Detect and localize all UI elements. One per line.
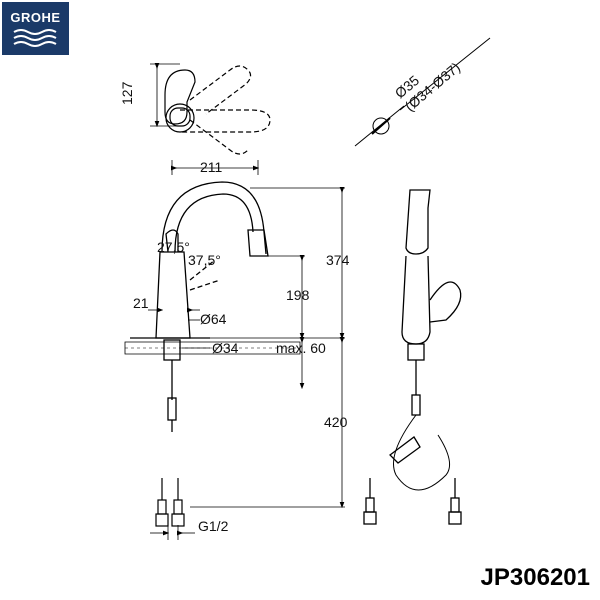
dim-hose-length: 420 — [324, 414, 348, 430]
dim-base-diameter: Ø64 — [200, 311, 227, 327]
brand-logo: GROHE — [2, 2, 69, 55]
brand-name: GROHE — [10, 10, 61, 25]
top-view-handle — [150, 62, 271, 155]
dim-total-height: 374 — [326, 252, 350, 268]
dimension-lines — [148, 160, 345, 540]
model-code: JP306201 — [480, 564, 590, 591]
dim-angle-b: 37,5° — [188, 252, 221, 268]
dim-spout-height: 198 — [286, 287, 310, 303]
faucet-front-view — [363, 189, 462, 525]
logo-waves — [13, 29, 57, 47]
hole-symbol — [354, 37, 491, 147]
dim-reach: 211 — [200, 159, 223, 175]
dim-angle-a: 27,5° — [157, 239, 190, 255]
dim-handle-height: 127 — [119, 81, 135, 105]
dim-thread: G1/2 — [198, 518, 229, 534]
dim-max-thickness: max. 60 — [276, 340, 326, 356]
faucet-side-view — [124, 181, 301, 432]
supply-hoses — [155, 478, 185, 527]
dim-shank-diameter: Ø34 — [212, 340, 239, 356]
dim-base-offset: 21 — [133, 295, 149, 311]
